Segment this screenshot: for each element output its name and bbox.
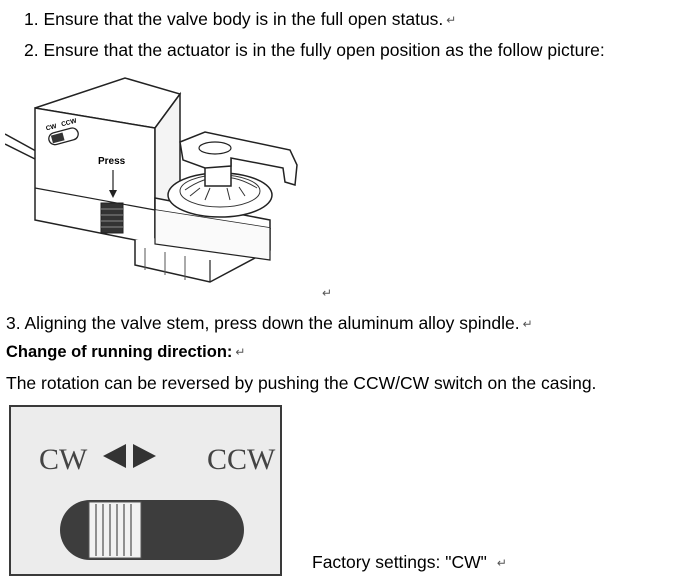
section-heading: Change of running direction:↵: [6, 343, 246, 361]
step-3-text: 3. Aligning the valve stem, press down t…: [6, 313, 533, 333]
diagram-ccw-label: CCW: [61, 117, 79, 128]
triangle-left-icon: [103, 444, 126, 468]
return-mark-icon: ↵: [446, 13, 457, 27]
step-2-text: 2. Ensure that the actuator is in the fu…: [24, 40, 605, 60]
return-mark-icon: ↵: [322, 286, 333, 300]
return-mark-icon: ↵: [235, 345, 246, 359]
diagram-press-label: Press: [98, 156, 126, 167]
diagram-cw-label: CW: [45, 123, 58, 133]
step-1-text: 1. Ensure that the valve body is in the …: [24, 9, 457, 29]
factory-settings-text: Factory settings: "CW"↵: [312, 552, 507, 572]
return-mark-icon: ↵: [522, 317, 533, 331]
return-mark-icon: ↵: [496, 556, 507, 570]
rotation-text: The rotation can be reversed by pushing …: [6, 373, 597, 393]
cw-label: CW: [39, 443, 88, 476]
actuator-diagram: CW CCW Press: [5, 77, 298, 283]
direction-arrows: [103, 444, 156, 468]
triangle-right-icon: [133, 444, 156, 468]
ccw-label: CCW: [207, 443, 276, 476]
direction-slide-switch[interactable]: [59, 499, 245, 561]
direction-switch-panel: CW CCW: [9, 405, 282, 576]
switch-knob[interactable]: [88, 501, 142, 559]
